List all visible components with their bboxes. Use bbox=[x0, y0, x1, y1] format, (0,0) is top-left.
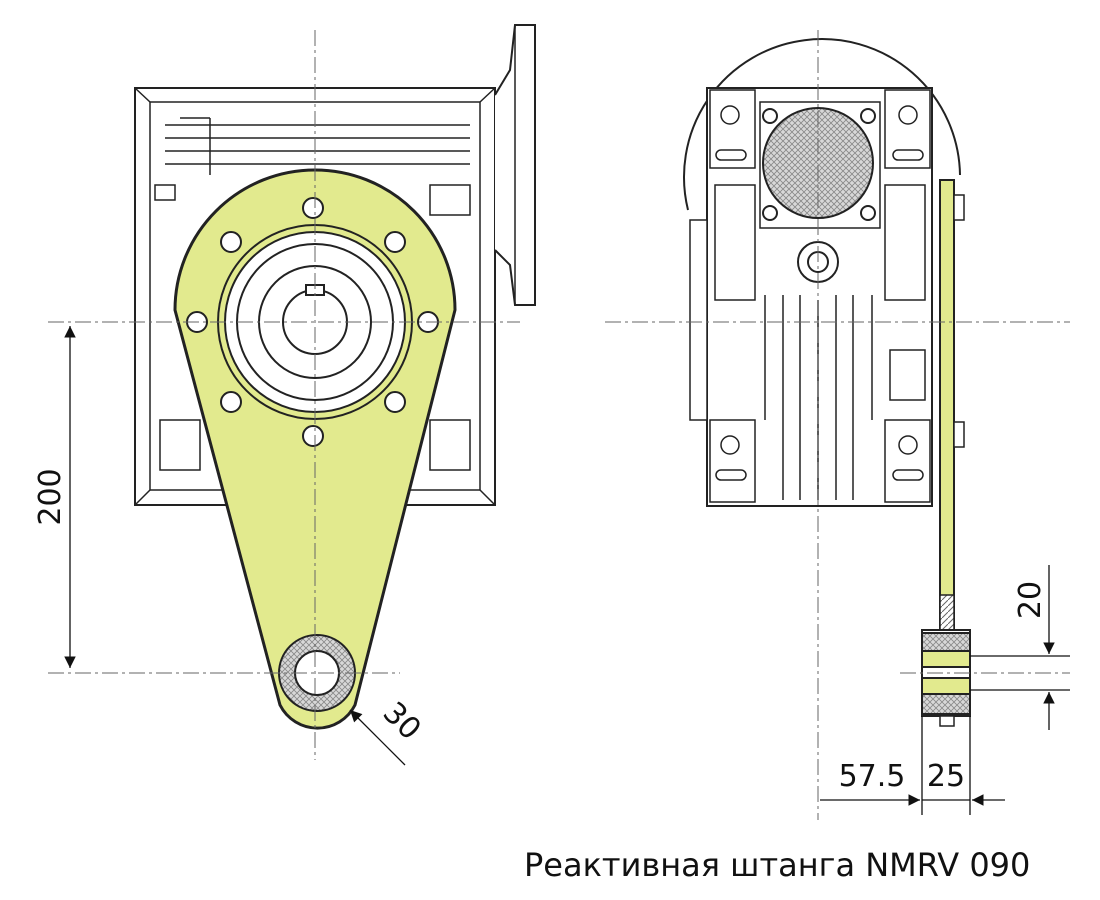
dim-20-label: 20 bbox=[1013, 581, 1048, 619]
end-bushing bbox=[278, 634, 356, 712]
mounting-pads bbox=[709, 89, 931, 503]
front-view bbox=[134, 24, 536, 730]
centerlines-left bbox=[48, 30, 520, 760]
torque-arm-edge bbox=[939, 179, 955, 641]
housing-fins bbox=[154, 117, 471, 471]
dim-30-label: 30 bbox=[376, 695, 428, 747]
dim-25-label: 25 bbox=[927, 759, 965, 794]
side-view bbox=[683, 38, 971, 727]
drawing-caption: Реактивная штанга NMRV 090 bbox=[524, 846, 1031, 884]
dimension-20 bbox=[970, 565, 1070, 730]
dimension-57-5-and-25 bbox=[820, 716, 1005, 815]
dimension-30-leader bbox=[349, 709, 406, 766]
dim-200-label: 200 bbox=[33, 468, 68, 525]
bushing-side bbox=[921, 629, 971, 727]
side-fins bbox=[714, 184, 926, 500]
dim-57-5-label: 57.5 bbox=[839, 759, 906, 794]
centerlines-right bbox=[605, 30, 1070, 820]
